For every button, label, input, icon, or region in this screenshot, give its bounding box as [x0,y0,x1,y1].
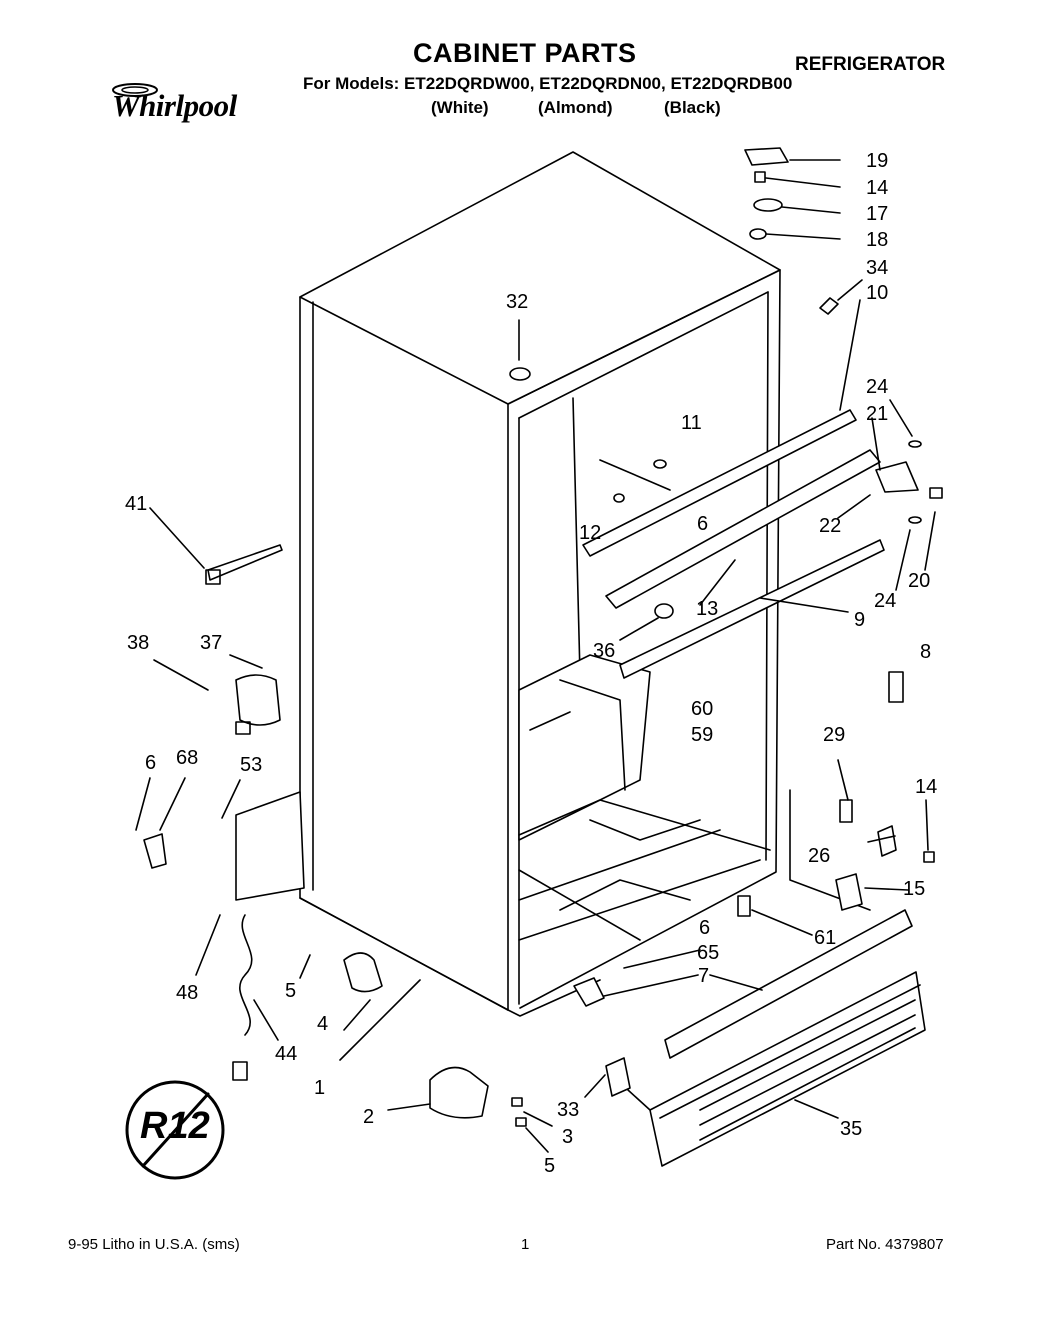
callout-35: 35 [840,1118,863,1140]
callout-44: 44 [275,1043,298,1065]
callout-6-center: 6 [697,513,709,535]
callout-17: 17 [866,203,889,225]
footer-part-number: Part No. 4379807 [826,1236,944,1253]
no-r12-badge-text: R12 [140,1105,210,1147]
callout-5-bottom: 5 [544,1155,556,1177]
callout-1: 1 [314,1077,326,1099]
footer-print-info: 9-95 Litho in U.S.A. (sms) [68,1236,240,1253]
color-white: (White) [431,98,489,117]
callout-12: 12 [579,522,602,544]
callout-10: 10 [866,282,889,304]
top-hinge-assembly [744,147,863,315]
callout-19: 19 [866,150,889,172]
callout-29: 29 [823,724,846,746]
callout-22: 22 [819,515,842,537]
cabinet-plug [509,367,531,381]
callout-26: 26 [808,845,831,867]
color-black: (Black) [664,98,721,117]
callout-68: 68 [176,747,199,769]
callout-15: 15 [903,878,926,900]
whirlpool-swirl-icon [112,83,158,97]
callout-6-lower: 6 [699,917,711,939]
right-lower-parts [737,759,935,936]
callout-32: 32 [506,291,529,313]
callout-14-right: 14 [915,776,938,798]
callout-34: 34 [866,257,889,279]
model-list: For Models: ET22DQRDW00, ET22DQRDN00, ET… [303,74,793,93]
document-type: REFRIGERATOR [795,54,946,75]
callout-60: 60 [691,698,714,720]
callout-59: 59 [691,724,714,746]
spring-part [888,671,904,703]
callout-24-bottom: 24 [874,590,897,612]
callout-7: 7 [698,965,710,987]
callout-14-top: 14 [866,177,889,199]
callout-38: 38 [127,632,150,654]
center-hinge-assembly [837,399,943,591]
callout-33: 33 [557,1099,580,1121]
callout-20: 20 [908,570,931,592]
footer-page-number: 1 [521,1236,530,1253]
callout-65: 65 [697,942,720,964]
callout-24-top: 24 [866,376,889,398]
callout-61: 61 [814,927,837,949]
cabinet-shell [299,151,781,1017]
left-side-parts [135,507,421,1081]
callout-8: 8 [920,641,932,663]
mullion-rails [582,299,885,679]
whirlpool-logo [103,80,263,135]
toe-grille-assembly [649,909,926,1167]
callout-6-left: 6 [145,752,157,774]
callout-9: 9 [854,609,866,631]
callout-21: 21 [866,403,889,425]
callout-3: 3 [562,1126,574,1148]
callout-2: 2 [363,1106,375,1128]
callout-41: 41 [125,493,148,515]
callout-53: 53 [240,754,263,776]
callout-13: 13 [696,598,719,620]
brand-wordmark: Whirlpool [112,88,237,123]
page-title: CABINET PARTS [413,38,637,68]
callout-5-left: 5 [285,980,297,1002]
callout-4: 4 [317,1013,329,1035]
callout-11: 11 [681,412,702,434]
callout-36: 36 [593,640,616,662]
color-almond: (Almond) [538,98,613,117]
callout-37: 37 [200,632,223,654]
no-r12-refrigerant-icon [125,1080,225,1180]
callout-48: 48 [176,982,199,1004]
leveling-legs [387,949,701,1153]
callout-18: 18 [866,229,889,251]
